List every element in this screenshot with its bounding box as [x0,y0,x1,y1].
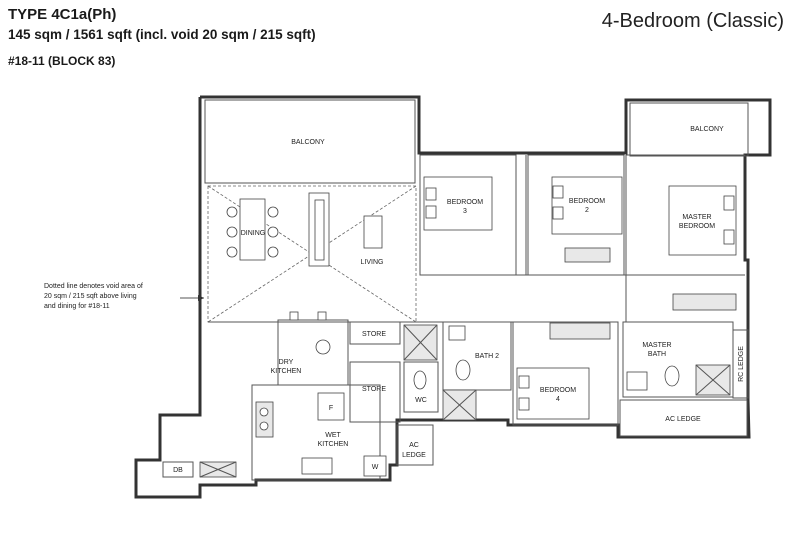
bedroom-2: BEDROOM 2 [527,154,625,276]
svg-text:AC: AC [409,442,419,449]
bedroom-4: BEDROOM 4 [512,321,619,426]
svg-text:BATH: BATH [648,351,666,358]
fridge: F [317,392,345,421]
wc: WC [403,361,439,413]
shower-top [403,324,438,361]
bedroom-3: BEDROOM 3 [419,154,517,276]
living-sofa: LIVING [308,192,384,267]
svg-text:W: W [372,464,379,471]
svg-text:WC: WC [415,397,427,404]
bath-2: BATH 2 [442,321,512,421]
balcony-left: BALCONY [204,99,416,184]
void-note: Dotted line denotes void area of 20 sqm … [44,283,204,310]
svg-text:2: 2 [585,207,589,214]
svg-text:Dotted line denotes void area: Dotted line denotes void area of [44,283,143,290]
ac-ledge-left: AC LEDGE [396,424,434,466]
svg-text:BEDROOM: BEDROOM [540,387,576,394]
ac-ledge-right: AC LEDGE [619,399,748,437]
svg-text:WET: WET [325,432,341,439]
svg-text:KITCHEN: KITCHEN [318,441,349,448]
svg-text:LEDGE: LEDGE [402,452,426,459]
svg-text:BEDROOM: BEDROOM [447,199,483,206]
store-top: STORE [349,321,401,345]
svg-text:LIVING: LIVING [361,259,384,266]
svg-text:STORE: STORE [362,386,386,393]
svg-text:BALCONY: BALCONY [690,126,724,133]
master-bath: MASTER BATH [622,321,734,398]
svg-text:AC LEDGE: AC LEDGE [665,416,701,423]
rc-ledge: RC LEDGE [732,329,749,399]
store-bottom: STORE [349,361,401,423]
svg-text:MASTER: MASTER [642,342,671,349]
svg-text:BEDROOM: BEDROOM [679,223,715,230]
svg-text:MASTER: MASTER [682,214,711,221]
svg-text:RC LEDGE: RC LEDGE [738,346,745,382]
unit-area-text: 145 sqm / 1561 sqft (incl. void 20 sqm /… [8,27,316,42]
svg-text:BEDROOM: BEDROOM [569,198,605,205]
svg-text:KITCHEN: KITCHEN [271,368,302,375]
svg-text:4: 4 [556,396,560,403]
interior-walls [208,154,745,323]
dining-table: DINING [226,198,279,261]
svg-text:BATH 2: BATH 2 [475,353,499,360]
unit-type-title: TYPE 4C1a(Ph) [8,6,117,23]
svg-text:DINING: DINING [241,230,266,237]
washer: W [363,455,387,477]
wet-kitchen: WET KITCHEN [251,384,381,481]
svg-text:and dining for #18-11: and dining for #18-11 [44,303,110,310]
unit-number-text: #18-11 (BLOCK 83) [8,54,116,68]
svg-text:20 sqm / 215 sqft above living: 20 sqm / 215 sqft above living [44,293,137,300]
unit-type-name: 4-Bedroom (Classic) [601,10,784,32]
svg-text:DB: DB [173,467,183,474]
db-cabinet: DB [162,461,237,478]
svg-text:DRY: DRY [279,359,294,366]
svg-text:BALCONY: BALCONY [291,139,325,146]
svg-text:F: F [329,405,333,412]
svg-text:3: 3 [463,208,467,215]
svg-text:STORE: STORE [362,331,386,338]
dry-kitchen: DRY KITCHEN [271,311,349,386]
master-bedroom: MASTER BEDROOM [668,185,737,311]
outer-walls [134,95,772,499]
balcony-right: BALCONY [629,102,749,157]
